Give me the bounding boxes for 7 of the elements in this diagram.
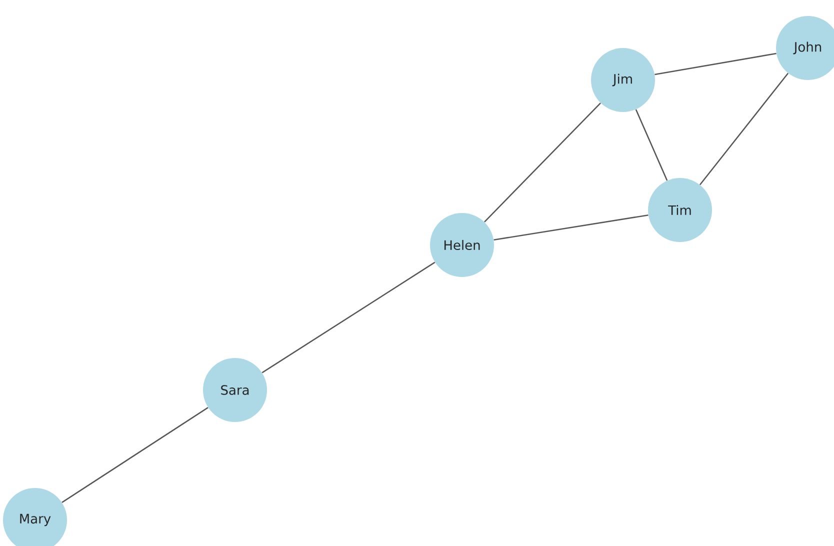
edge-line <box>484 102 601 222</box>
edge-line <box>262 262 436 374</box>
edge-line <box>494 214 648 241</box>
edge-line <box>62 407 208 503</box>
edge-line <box>699 72 789 186</box>
edge-line <box>635 109 668 181</box>
edge-line <box>654 52 776 76</box>
